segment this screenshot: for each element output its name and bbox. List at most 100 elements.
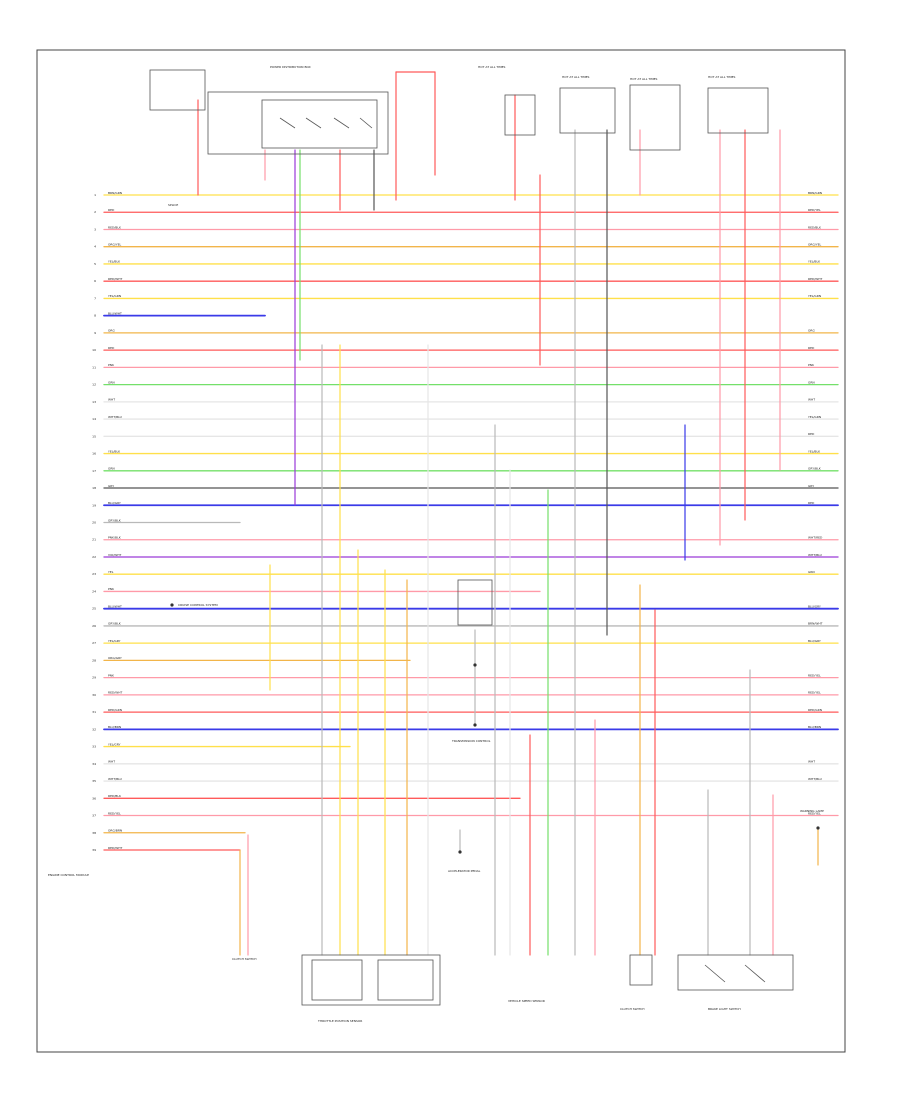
- wire-color-code-right: RED/GRN: [808, 708, 822, 712]
- wire-color-code: ORG/BRN: [108, 829, 122, 833]
- cruise-connector: CRUISE CONTROL SYSTEM: [170, 603, 218, 607]
- ecm-pin-number: 1: [94, 193, 96, 197]
- left-bottom-label: CLUTCH SWITCH: [232, 957, 257, 961]
- wire-color-code-right: BLU/GRY: [808, 604, 821, 608]
- wire-color-code: RED/BLK: [108, 794, 122, 798]
- wire-color-code: RED/BLK: [108, 225, 122, 229]
- wire-color-code: ORG/YEL: [108, 243, 122, 247]
- ecm-pin-number: 31: [92, 710, 96, 714]
- ecm-pin-number: 11: [92, 365, 96, 369]
- brake-light-switch: BRAKE LIGHT SWITCH: [677, 954, 794, 1011]
- wire-color-code: WHT/BLU: [108, 415, 122, 419]
- wire-color-code: BLU/WHT: [108, 311, 122, 315]
- ecm-pin-number: 12: [92, 383, 96, 387]
- wire-color-code: GRY/BLK: [108, 518, 122, 522]
- wire-color-code-right: YEL/BLK: [808, 260, 821, 264]
- wire-color-code: GRY: [108, 484, 114, 488]
- wire-color-code: WHT/BLU: [108, 777, 122, 781]
- ecm-pin-number: 37: [92, 814, 96, 818]
- wire-color-code-right: ORG/YEL: [808, 243, 822, 247]
- fuse-group-4: HOT AT ALL TIMES: [629, 77, 681, 151]
- wire-color-code: RED/WHT: [108, 846, 123, 850]
- fuse-1-label: HOT AT ALL TIMES: [478, 65, 506, 69]
- wire-color-code: BRN/GRN: [108, 191, 122, 195]
- ecm-pin-number: 7: [94, 296, 96, 300]
- ecm-pin-number: 15: [92, 434, 96, 438]
- wire-color-code: BLU/BRN: [108, 725, 121, 729]
- wire-color-code: RED: [108, 346, 115, 350]
- transmission-label: TRANSMISSION CONTROL: [451, 739, 491, 743]
- ecm-pin-number: 17: [92, 469, 96, 473]
- wire-color-code-right: RED/YEL: [808, 208, 821, 212]
- wire-color-code: PNK: [108, 673, 115, 677]
- wire-color-code-right: RED: [808, 346, 815, 350]
- wire-color-code: PNK/BLK: [108, 536, 122, 540]
- wire-color-code-right: BRN/GRN: [808, 191, 822, 195]
- ecm-pin-number: 9: [94, 331, 96, 335]
- wire-color-code-right: YEL/BLK: [808, 449, 821, 453]
- wire-color-code: WHT: [108, 760, 115, 764]
- ecm-pin-number: 29: [92, 676, 96, 680]
- wire-color-code-right: GRN: [808, 380, 815, 384]
- wire-color-code-right: RED/BLK: [808, 225, 822, 229]
- ecm-pin-number: 23: [92, 572, 96, 576]
- wire-color-code-right: RED/YEL: [808, 691, 821, 695]
- ecm-pin-number: 28: [92, 658, 96, 662]
- brake-switch-label: BRAKE LIGHT SWITCH: [708, 1007, 741, 1011]
- wire-color-code-right: RED: [808, 432, 815, 436]
- wire-color-code-right: BLU/GRY: [808, 639, 821, 643]
- wire-color-code-right: GRY: [808, 484, 814, 488]
- ecm-pin-number: 36: [92, 796, 96, 800]
- wire-color-code-right: RED/WHT: [808, 277, 823, 281]
- ecm-pin-number: 5: [94, 262, 96, 266]
- ecm-pin-number: 27: [92, 641, 96, 645]
- fuse-group-3: HOT AT ALL TIMES: [707, 75, 769, 134]
- wire-color-code-right: PNK: [808, 363, 815, 367]
- ecm-pin-number: 2: [94, 210, 96, 214]
- wire-color-code: YEL: [108, 570, 114, 574]
- accelerator-label: ACCELERATOR PEDAL: [448, 869, 481, 873]
- ecm-pin-number: 18: [92, 486, 96, 490]
- wire-color-code: GRY/BLK: [108, 622, 122, 626]
- wire-color-code: PNK: [108, 587, 115, 591]
- ecm-pin-number: 38: [92, 831, 96, 835]
- fuse-3-label: HOT AT ALL TIMES: [708, 75, 736, 79]
- left-top-module: SPLICE: [149, 69, 206, 207]
- wire-color-code-right: YEL/GRN: [808, 294, 821, 298]
- wire-color-code-right: GRN: [808, 570, 815, 574]
- vertical-wires: [197, 71, 819, 956]
- diagram-frame: [36, 49, 846, 1053]
- wire-color-code: ORG/GRY: [108, 656, 122, 660]
- wire-color-code: BLU/WHT: [108, 604, 122, 608]
- ecm-pin-number: 25: [92, 607, 96, 611]
- cruise-label: CRUISE CONTROL SYSTEM: [178, 603, 218, 607]
- ecm-harness-wires: [103, 194, 839, 851]
- wire-color-code: RED/WHT: [108, 277, 123, 281]
- wire-color-code-right: RED/YEL: [808, 673, 821, 677]
- ecm-pin-number: 32: [92, 727, 96, 731]
- ecm-pin-number: 13: [92, 400, 96, 404]
- wire-color-code: YEL/BLK: [108, 260, 121, 264]
- ecm-pin-number: 4: [94, 245, 96, 249]
- relay-box-label: POWER DISTRIBUTION BOX: [270, 65, 311, 69]
- ground-connector: ACCELERATOR PEDAL: [448, 850, 481, 873]
- wire-color-code: RED: [108, 208, 115, 212]
- ecm-pin-number: 6: [94, 279, 96, 283]
- wire-color-code-right: WHT: [808, 760, 815, 764]
- wire-color-code: BLU/GRY: [108, 501, 121, 505]
- wire-color-code-right: WHT: [808, 398, 815, 402]
- throttle-position-sensor: THROTTLE POSITION SENSOR: [301, 954, 441, 1023]
- splice-label: SPLICE: [168, 203, 178, 207]
- clutch-switch: CLUTCH SWITCH: [620, 954, 653, 1011]
- wire-color-code-right: GRY/BLK: [808, 467, 822, 471]
- ecm-pin-number: 3: [94, 227, 96, 231]
- ecm-pin-number: 20: [92, 521, 96, 525]
- left-bottom-connector: ENGINE CONTROL MODULE CLUTCH SWITCH: [48, 873, 257, 961]
- ecm-pin-number: 8: [94, 314, 96, 318]
- ecm-pin-number: 16: [92, 452, 96, 456]
- vehicle-speed-sensor: VEHICLE SPEED SENSOR: [508, 999, 545, 1003]
- wire-color-code-right: YEL/GRN: [808, 415, 821, 419]
- fuse-group-2: HOT AT ALL TIMES: [559, 75, 616, 134]
- ecm-pin-number: 35: [92, 779, 96, 783]
